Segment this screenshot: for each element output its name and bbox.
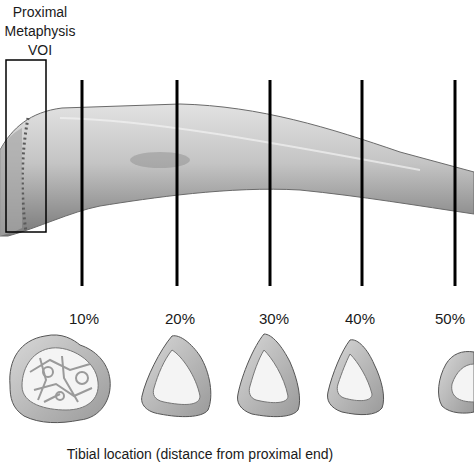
section-line	[361, 80, 364, 286]
voi-box	[6, 60, 46, 232]
section-line	[269, 80, 272, 286]
percent-label: 20%	[165, 310, 195, 327]
tibial-head	[0, 128, 22, 236]
voi-label: Proximal Metaphysis VOI	[0, 3, 80, 60]
tibial-crest	[60, 118, 420, 170]
growth-plate	[22, 118, 28, 232]
percent-label: 10%	[69, 310, 99, 327]
section-line	[454, 80, 457, 286]
cross-section-30	[238, 334, 300, 417]
percent-label: 30%	[259, 310, 289, 327]
cross-section-10	[10, 335, 110, 423]
cross-section-40	[328, 340, 384, 415]
tibia-bone	[0, 104, 474, 236]
section-line	[176, 80, 179, 286]
axis-caption: Tibial location (distance from proximal …	[67, 446, 333, 462]
section-line	[81, 80, 84, 286]
percent-label: 40%	[345, 310, 375, 327]
cross-section-20	[142, 336, 211, 417]
percent-label: 50%	[435, 310, 465, 327]
cross-section-50	[439, 352, 474, 414]
tibial-shading	[130, 152, 190, 168]
